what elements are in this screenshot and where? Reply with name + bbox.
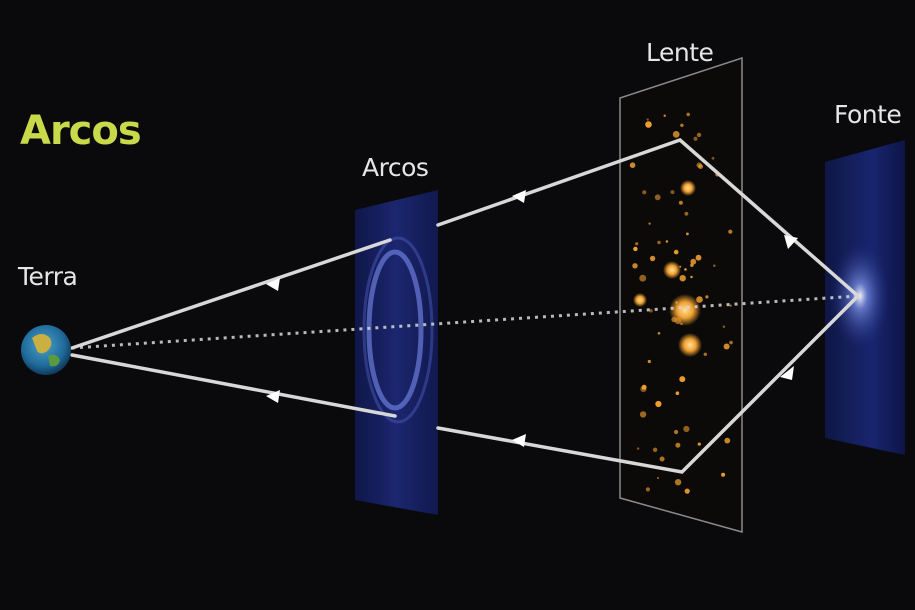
- lens-galaxy-cluster: [629, 112, 733, 494]
- lens-galaxy: [648, 222, 651, 225]
- lens-galaxy: [683, 425, 690, 433]
- lower-ray-to-earth: [70, 353, 397, 418]
- lens-galaxy: [654, 194, 661, 201]
- lens-galaxy: [645, 121, 652, 128]
- lens-galaxy: [728, 229, 733, 234]
- lens-galaxy: [645, 487, 651, 492]
- lens-galaxy: [695, 254, 702, 261]
- lens-galaxy: [678, 200, 683, 205]
- lens-galaxy: [639, 274, 647, 282]
- line-of-sight: [71, 294, 859, 350]
- lens-galaxy-bright: [678, 333, 702, 357]
- lens-galaxy: [679, 376, 686, 383]
- lens-galaxy: [703, 352, 707, 356]
- lens-galaxy: [729, 340, 733, 345]
- lens-galaxy: [679, 275, 686, 282]
- lens-galaxy: [724, 437, 731, 444]
- lens-galaxy: [663, 114, 666, 117]
- diagram-title: Arcos: [20, 108, 142, 154]
- lens-galaxy: [690, 258, 697, 265]
- lens-galaxy: [696, 132, 702, 138]
- ray-arrows: [266, 190, 798, 447]
- lens-label: Lente: [646, 38, 714, 67]
- lens-galaxy: [684, 211, 689, 216]
- lens-galaxy: [697, 442, 701, 446]
- lens-galaxy: [686, 232, 689, 236]
- lens-galaxy: [675, 391, 680, 396]
- lens-galaxy: [674, 479, 682, 486]
- lens-galaxy: [642, 190, 647, 195]
- lens-galaxy: [711, 156, 715, 160]
- lens-galaxy: [696, 162, 702, 168]
- source-label: Fonte: [834, 100, 902, 129]
- lens-galaxy: [657, 477, 659, 479]
- lens-galaxy: [684, 268, 687, 271]
- lens-galaxy: [705, 295, 709, 299]
- lens-galaxy: [649, 255, 656, 262]
- lens-galaxy: [684, 488, 690, 494]
- lens-galaxy: [690, 275, 693, 279]
- arrow-lower-source: [780, 366, 794, 380]
- lens-galaxy: [674, 429, 679, 435]
- lens-galaxy: [675, 442, 681, 448]
- lens-galaxy: [635, 242, 639, 246]
- lens-galaxy-bright: [633, 293, 647, 307]
- arcs-label: Arcos: [362, 153, 429, 182]
- lens-galaxy: [670, 190, 675, 195]
- upper-ray-to-earth: [70, 238, 392, 350]
- arrow-upper-earth: [266, 278, 280, 291]
- arrow-upper-lens: [512, 190, 526, 203]
- lens-galaxy: [713, 264, 716, 267]
- lens-galaxy: [649, 309, 653, 313]
- einstein-ring: [366, 249, 424, 411]
- lens-galaxy: [657, 332, 661, 335]
- lens-galaxy: [721, 472, 726, 477]
- lens-galaxy: [652, 447, 658, 452]
- lens-galaxy: [729, 304, 732, 307]
- lens-galaxy: [693, 136, 698, 141]
- lens-galaxy: [629, 162, 636, 168]
- lens-galaxy: [646, 118, 649, 121]
- lens-galaxy: [686, 112, 690, 117]
- lens-galaxy: [636, 447, 640, 450]
- lens-galaxy-bright: [680, 180, 696, 196]
- arrow-upper-source: [784, 235, 798, 249]
- lens-galaxy: [680, 123, 684, 128]
- einstein-ring-outer: [362, 236, 434, 424]
- source-galaxy: [830, 241, 890, 351]
- arrow-lower-earth: [266, 390, 280, 403]
- lens-galaxy: [665, 240, 669, 243]
- lens-galaxy: [722, 325, 726, 328]
- lens-galaxy: [639, 411, 647, 418]
- lens-galaxy: [672, 131, 680, 138]
- lens-galaxy: [659, 456, 665, 462]
- earth: [21, 325, 71, 375]
- lens-galaxy-bright: [663, 261, 681, 279]
- lens-galaxy-bright: [669, 294, 701, 326]
- lens-galaxy: [673, 249, 679, 255]
- lens-galaxy: [641, 384, 647, 390]
- arrow-lower-lens: [512, 434, 526, 447]
- lens-galaxy: [655, 400, 662, 408]
- lens-galaxy: [723, 343, 730, 350]
- lens-galaxy: [632, 263, 638, 269]
- lens-galaxy: [633, 246, 638, 252]
- earth-label: Terra: [18, 262, 78, 291]
- lens-galaxy: [647, 359, 651, 364]
- lens-galaxy: [657, 240, 661, 245]
